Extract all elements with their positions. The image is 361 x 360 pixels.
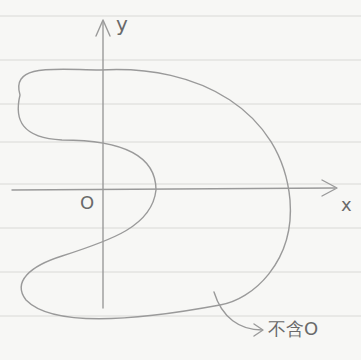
y-arrowhead [96, 20, 110, 36]
note-label: 不含O [268, 320, 318, 338]
ruled-lines [0, 16, 361, 316]
y-axis [102, 22, 103, 308]
region-outline [18, 69, 290, 319]
axis-label: y [116, 14, 128, 34]
x-arrowhead [322, 180, 337, 196]
axis-label: x [341, 196, 352, 214]
origin-label: O [80, 194, 94, 212]
leader-arrowhead [254, 324, 263, 336]
x-axis [12, 188, 335, 190]
